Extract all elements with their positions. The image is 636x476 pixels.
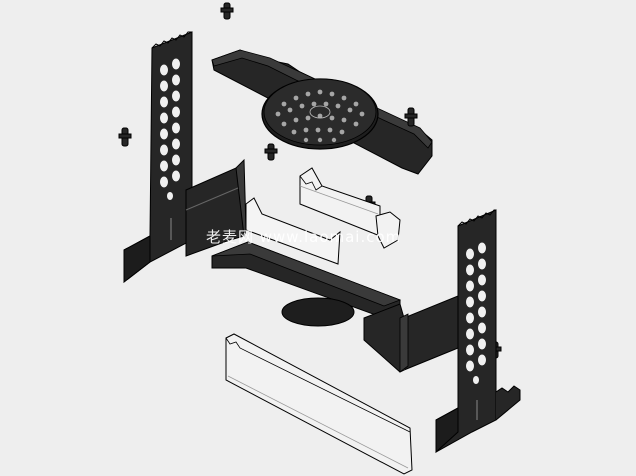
clip-top (220, 2, 234, 20)
middle-white-panel (299, 167, 381, 237)
bottom-white-panel (225, 333, 413, 475)
right-upright-panel (435, 209, 521, 454)
left-honeycomb-holes (160, 58, 180, 200)
base-plate (211, 241, 402, 327)
clip-right (404, 107, 418, 127)
clip-center (264, 143, 278, 161)
left-upright-panel (123, 31, 193, 284)
right-side-bracket (363, 295, 459, 373)
right-honeycomb-holes (466, 242, 486, 384)
clip-left (118, 127, 132, 147)
left-side-bracket (185, 158, 247, 257)
inner-white-panel (245, 197, 401, 265)
round-grille-disk (261, 78, 379, 150)
watermark-text: 老麦网 www.laomai.com (206, 228, 402, 246)
